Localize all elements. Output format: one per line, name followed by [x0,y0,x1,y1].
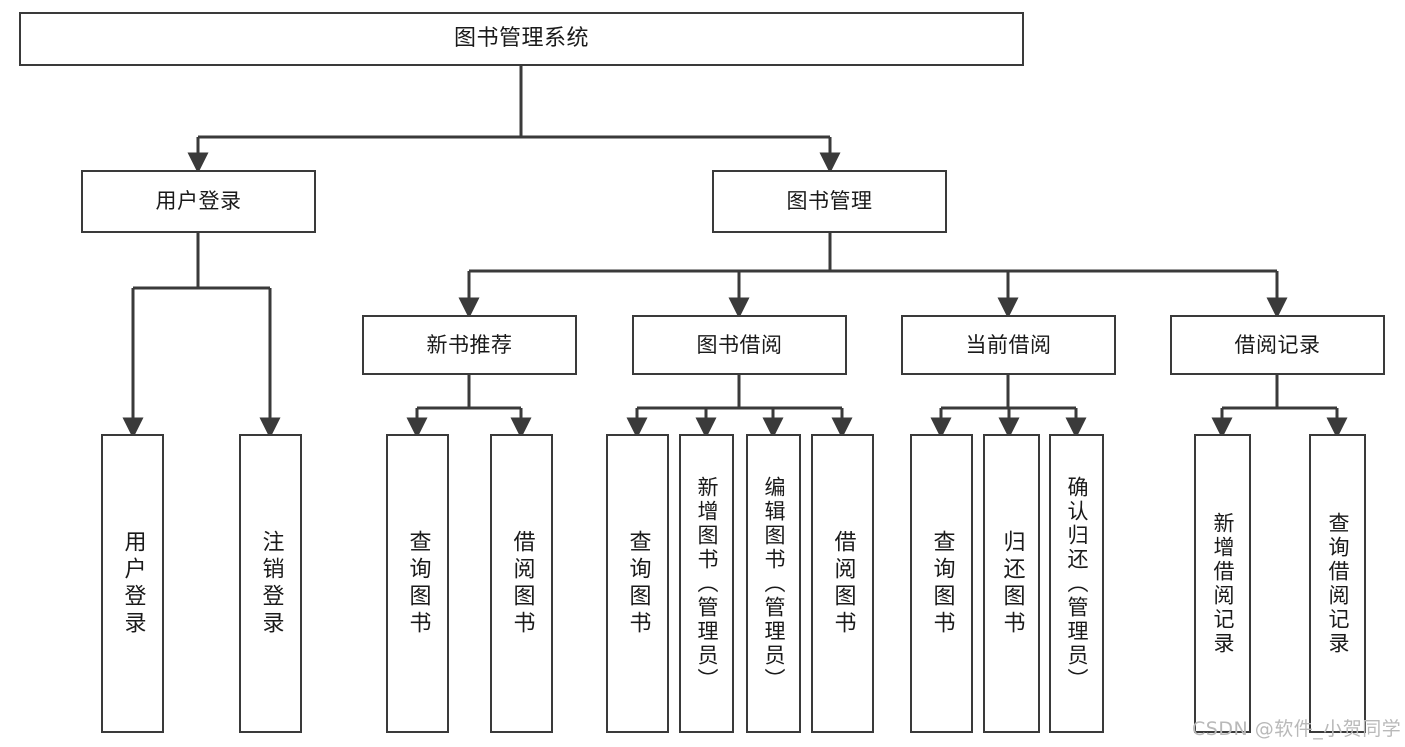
leaf-return-book[interactable]: 归还图书 [983,434,1040,733]
node-label: 图书管理 [786,189,873,214]
node-label: 用户登录 [155,189,242,214]
node-label: 借阅图书 [509,529,535,638]
leaf-query-borrow-record[interactable]: 查询借阅记录 [1309,434,1366,733]
node-user-login[interactable]: 用户登录 [81,170,316,233]
node-book-borrow[interactable]: 图书借阅 [632,315,847,375]
node-label: 借阅记录 [1234,332,1321,357]
leaf-query-book-current[interactable]: 查询图书 [910,434,973,733]
csdn-watermark: CSDN @软件_小贺同学 [1192,718,1402,740]
leaf-add-book-admin[interactable]: 新增图书（管理员） [679,434,734,733]
node-label: 编辑图书（管理员） [762,475,786,692]
node-root-book-management-system[interactable]: 图书管理系统 [19,12,1024,66]
node-label: 查询借阅记录 [1326,511,1350,656]
node-label: 图书借阅 [696,332,783,357]
node-label: 新增图书（管理员） [695,475,719,692]
node-label: 注销登录 [258,529,284,638]
node-borrow-record[interactable]: 借阅记录 [1170,315,1385,375]
leaf-borrow-book-recommend[interactable]: 借阅图书 [490,434,553,733]
node-label: 借阅图书 [830,529,856,638]
node-label: 新增借阅记录 [1211,511,1235,656]
node-label: 当前借阅 [965,332,1052,357]
leaf-borrow-book[interactable]: 借阅图书 [811,434,874,733]
leaf-logout[interactable]: 注销登录 [239,434,302,733]
node-new-book-recommend[interactable]: 新书推荐 [362,315,577,375]
leaf-query-book-recommend[interactable]: 查询图书 [386,434,449,733]
node-book-management[interactable]: 图书管理 [712,170,947,233]
leaf-query-book-borrow[interactable]: 查询图书 [606,434,669,733]
node-label: 查询图书 [625,529,651,638]
node-label: 用户登录 [120,529,146,638]
node-label: 归还图书 [999,529,1025,638]
leaf-confirm-return-admin[interactable]: 确认归还（管理员） [1049,434,1104,733]
leaf-add-borrow-record[interactable]: 新增借阅记录 [1194,434,1251,733]
leaf-edit-book-admin[interactable]: 编辑图书（管理员） [746,434,801,733]
node-label: 确认归还（管理员） [1065,475,1089,692]
node-current-borrow[interactable]: 当前借阅 [901,315,1116,375]
node-label: 查询图书 [929,529,955,638]
node-label: 查询图书 [405,529,431,638]
node-label: 新书推荐 [426,332,513,357]
node-label: 图书管理系统 [453,26,589,52]
leaf-user-login[interactable]: 用户登录 [101,434,164,733]
